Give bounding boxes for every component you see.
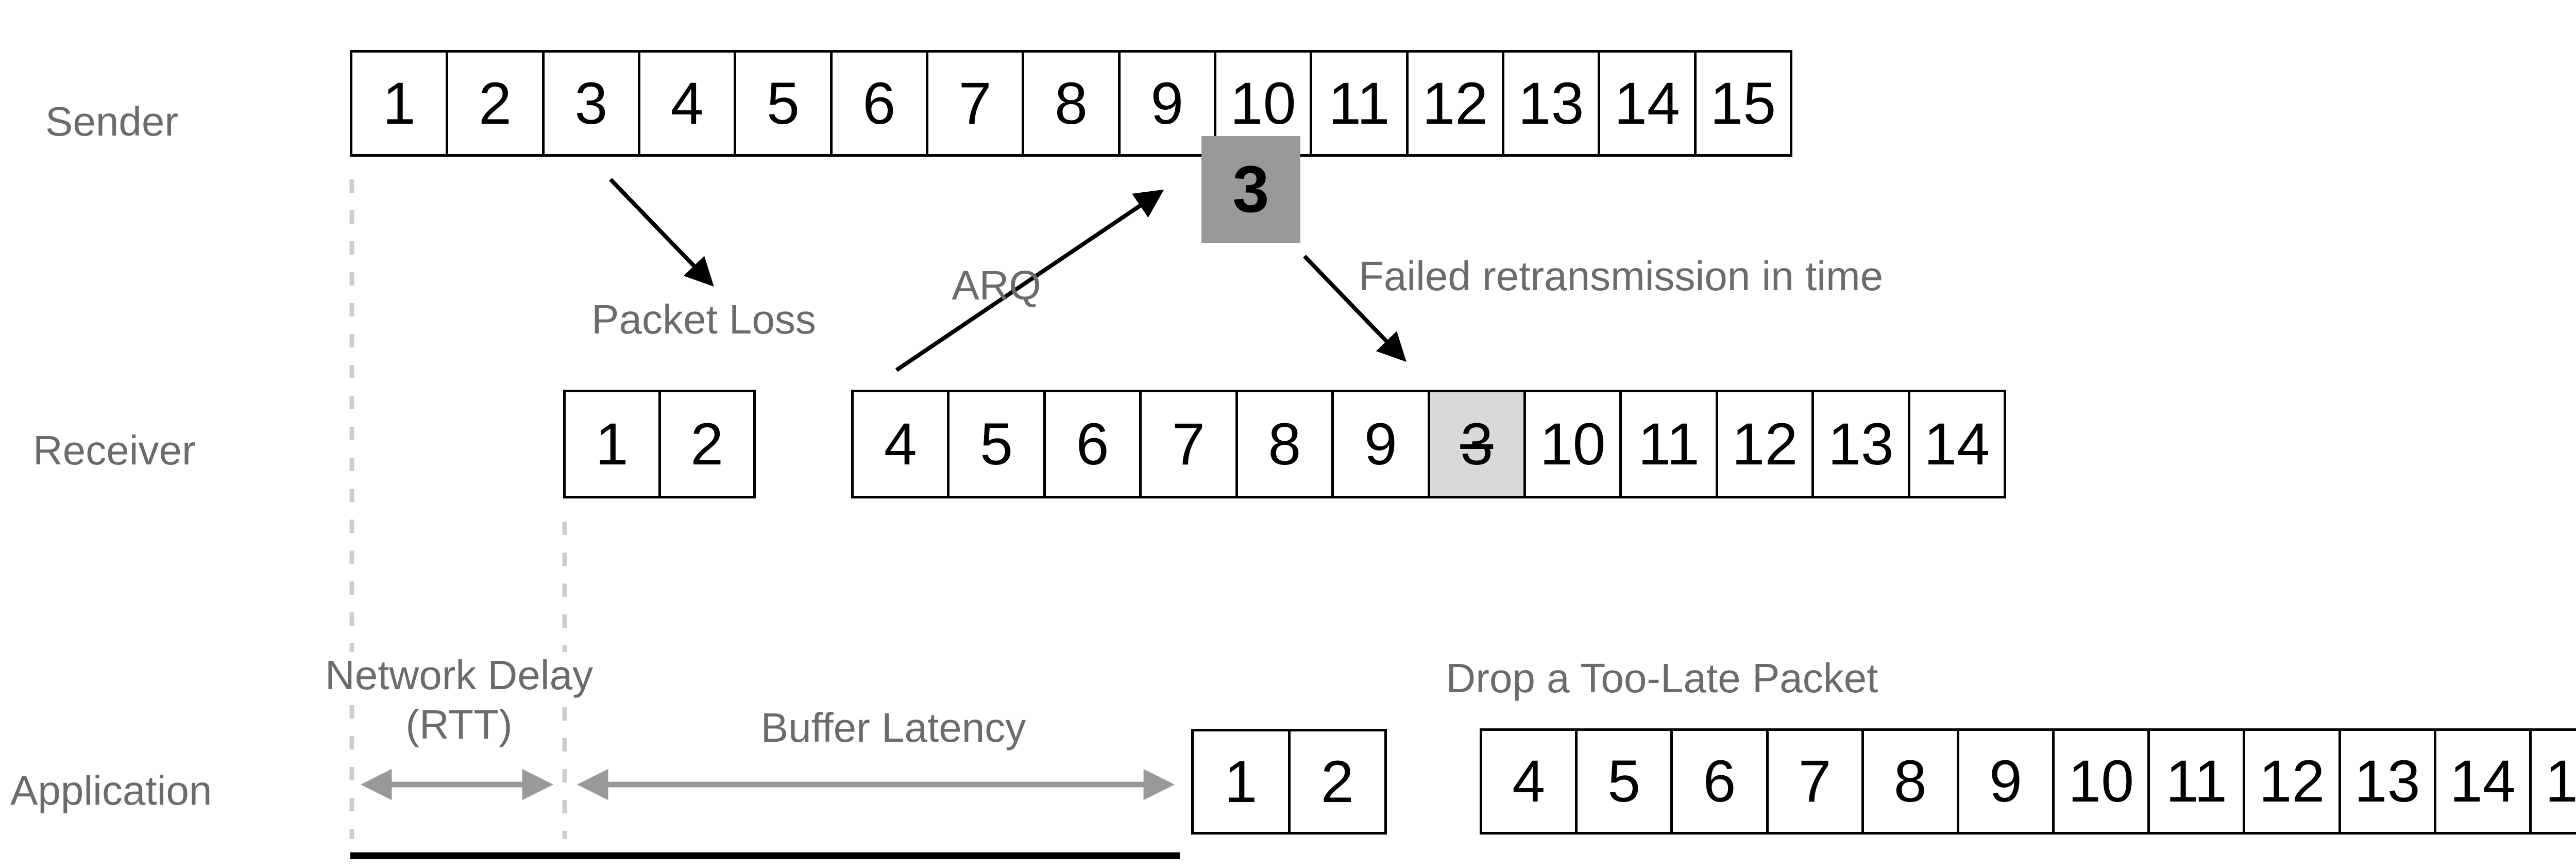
packet-cell: 14: [1907, 392, 2004, 496]
packet-cell: 9: [1331, 392, 1428, 496]
packet-cell: 1: [566, 392, 658, 496]
packet-cell: 6: [829, 53, 926, 154]
packet-cell: 6: [1043, 392, 1140, 496]
packet-cell: 7: [1139, 392, 1235, 496]
packet-cell: 8: [1861, 731, 1957, 832]
packet-cell: 2: [1287, 731, 1384, 832]
packet-cell: 5: [1575, 731, 1671, 832]
packet-cell: 1: [1194, 731, 1288, 832]
buffer-latency-label: Buffer Latency: [760, 705, 1026, 751]
failed-retransmission-arrow: [1303, 255, 1406, 362]
packet-cell: 3: [541, 53, 638, 154]
packet-cell: 4: [637, 53, 734, 154]
packet-cell: 6: [1670, 731, 1766, 832]
retransmitted-packet-box: 3: [1201, 136, 1300, 243]
network-delay-label: Network Delay (RTT): [319, 651, 599, 749]
packet-cell: 14: [2433, 731, 2529, 832]
packet-loss-arrow: [609, 178, 714, 287]
packet-cell: 13: [1501, 53, 1598, 154]
packet-cell: 9: [1956, 731, 2053, 832]
sender-lane-label: Sender: [45, 98, 178, 144]
packet-cell: 11: [1310, 53, 1406, 154]
arq-arrow: [895, 189, 1164, 372]
packet-cell: 7: [1766, 731, 1861, 832]
packet-cell: 10: [1523, 392, 1620, 496]
arq-label: ARQ: [952, 262, 1041, 308]
packet-cell: 7: [925, 53, 1022, 154]
packet-cell: 2: [658, 392, 753, 496]
packet-cell: 8: [1235, 392, 1332, 496]
packet-cell: 13: [1811, 392, 1908, 496]
packet-cell: 4: [1482, 731, 1575, 832]
drop-too-late-label: Drop a Too-Late Packet: [1446, 655, 1878, 701]
network-delay-line2: (RTT): [400, 702, 518, 747]
application-lane-label: Application: [10, 768, 212, 813]
packet-cell: 4: [854, 392, 947, 496]
packet-cell: 11: [1619, 392, 1716, 496]
packet-cell: 5: [734, 53, 830, 154]
receiver-lane-label: Receiver: [33, 427, 196, 473]
packet-cell: 8: [1022, 53, 1118, 154]
packet-cell: 12: [1715, 392, 1812, 496]
packet-cell: 12: [2243, 731, 2338, 832]
packet-cell: 10: [2052, 731, 2148, 832]
packet-loss-label: Packet Loss: [591, 296, 816, 342]
retransmitted-packet-number: 3: [1232, 153, 1269, 226]
packet-cell-dropped: 3: [1427, 392, 1523, 496]
packet-cell: 15: [1693, 53, 1790, 154]
failed-retransmission-label: Failed retransmission in time: [1359, 253, 1884, 299]
network-delay-line1: Network Delay: [319, 652, 599, 698]
packet-cell: 12: [1405, 53, 1502, 154]
packet-cell: 9: [1117, 53, 1214, 154]
packet-cell: 14: [1598, 53, 1694, 154]
packet-cell: 11: [2147, 731, 2243, 832]
packet-cell: 5: [947, 392, 1043, 496]
packet-cell: 15: [2529, 731, 2576, 832]
packet-cell: 13: [2338, 731, 2434, 832]
packet-cell: 1: [352, 53, 446, 154]
packet-cell: 2: [446, 53, 542, 154]
